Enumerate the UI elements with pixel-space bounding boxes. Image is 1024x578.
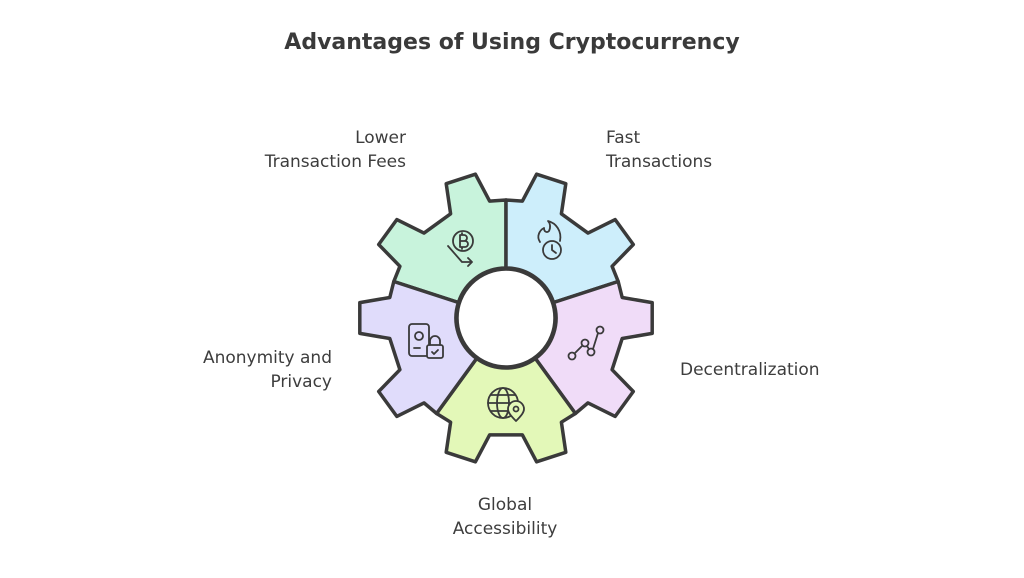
label-decentralization: Decentralization [680,360,820,380]
diagram-title: Advantages of Using Cryptocurrency [284,30,740,55]
fire-clock-icon [537,220,562,260]
globe-pin-icon [487,387,525,422]
phone-lock-icon [408,323,444,359]
network-nodes-icon [567,325,605,361]
bitcoin-down-icon [447,230,474,267]
gear-hub [455,267,557,369]
